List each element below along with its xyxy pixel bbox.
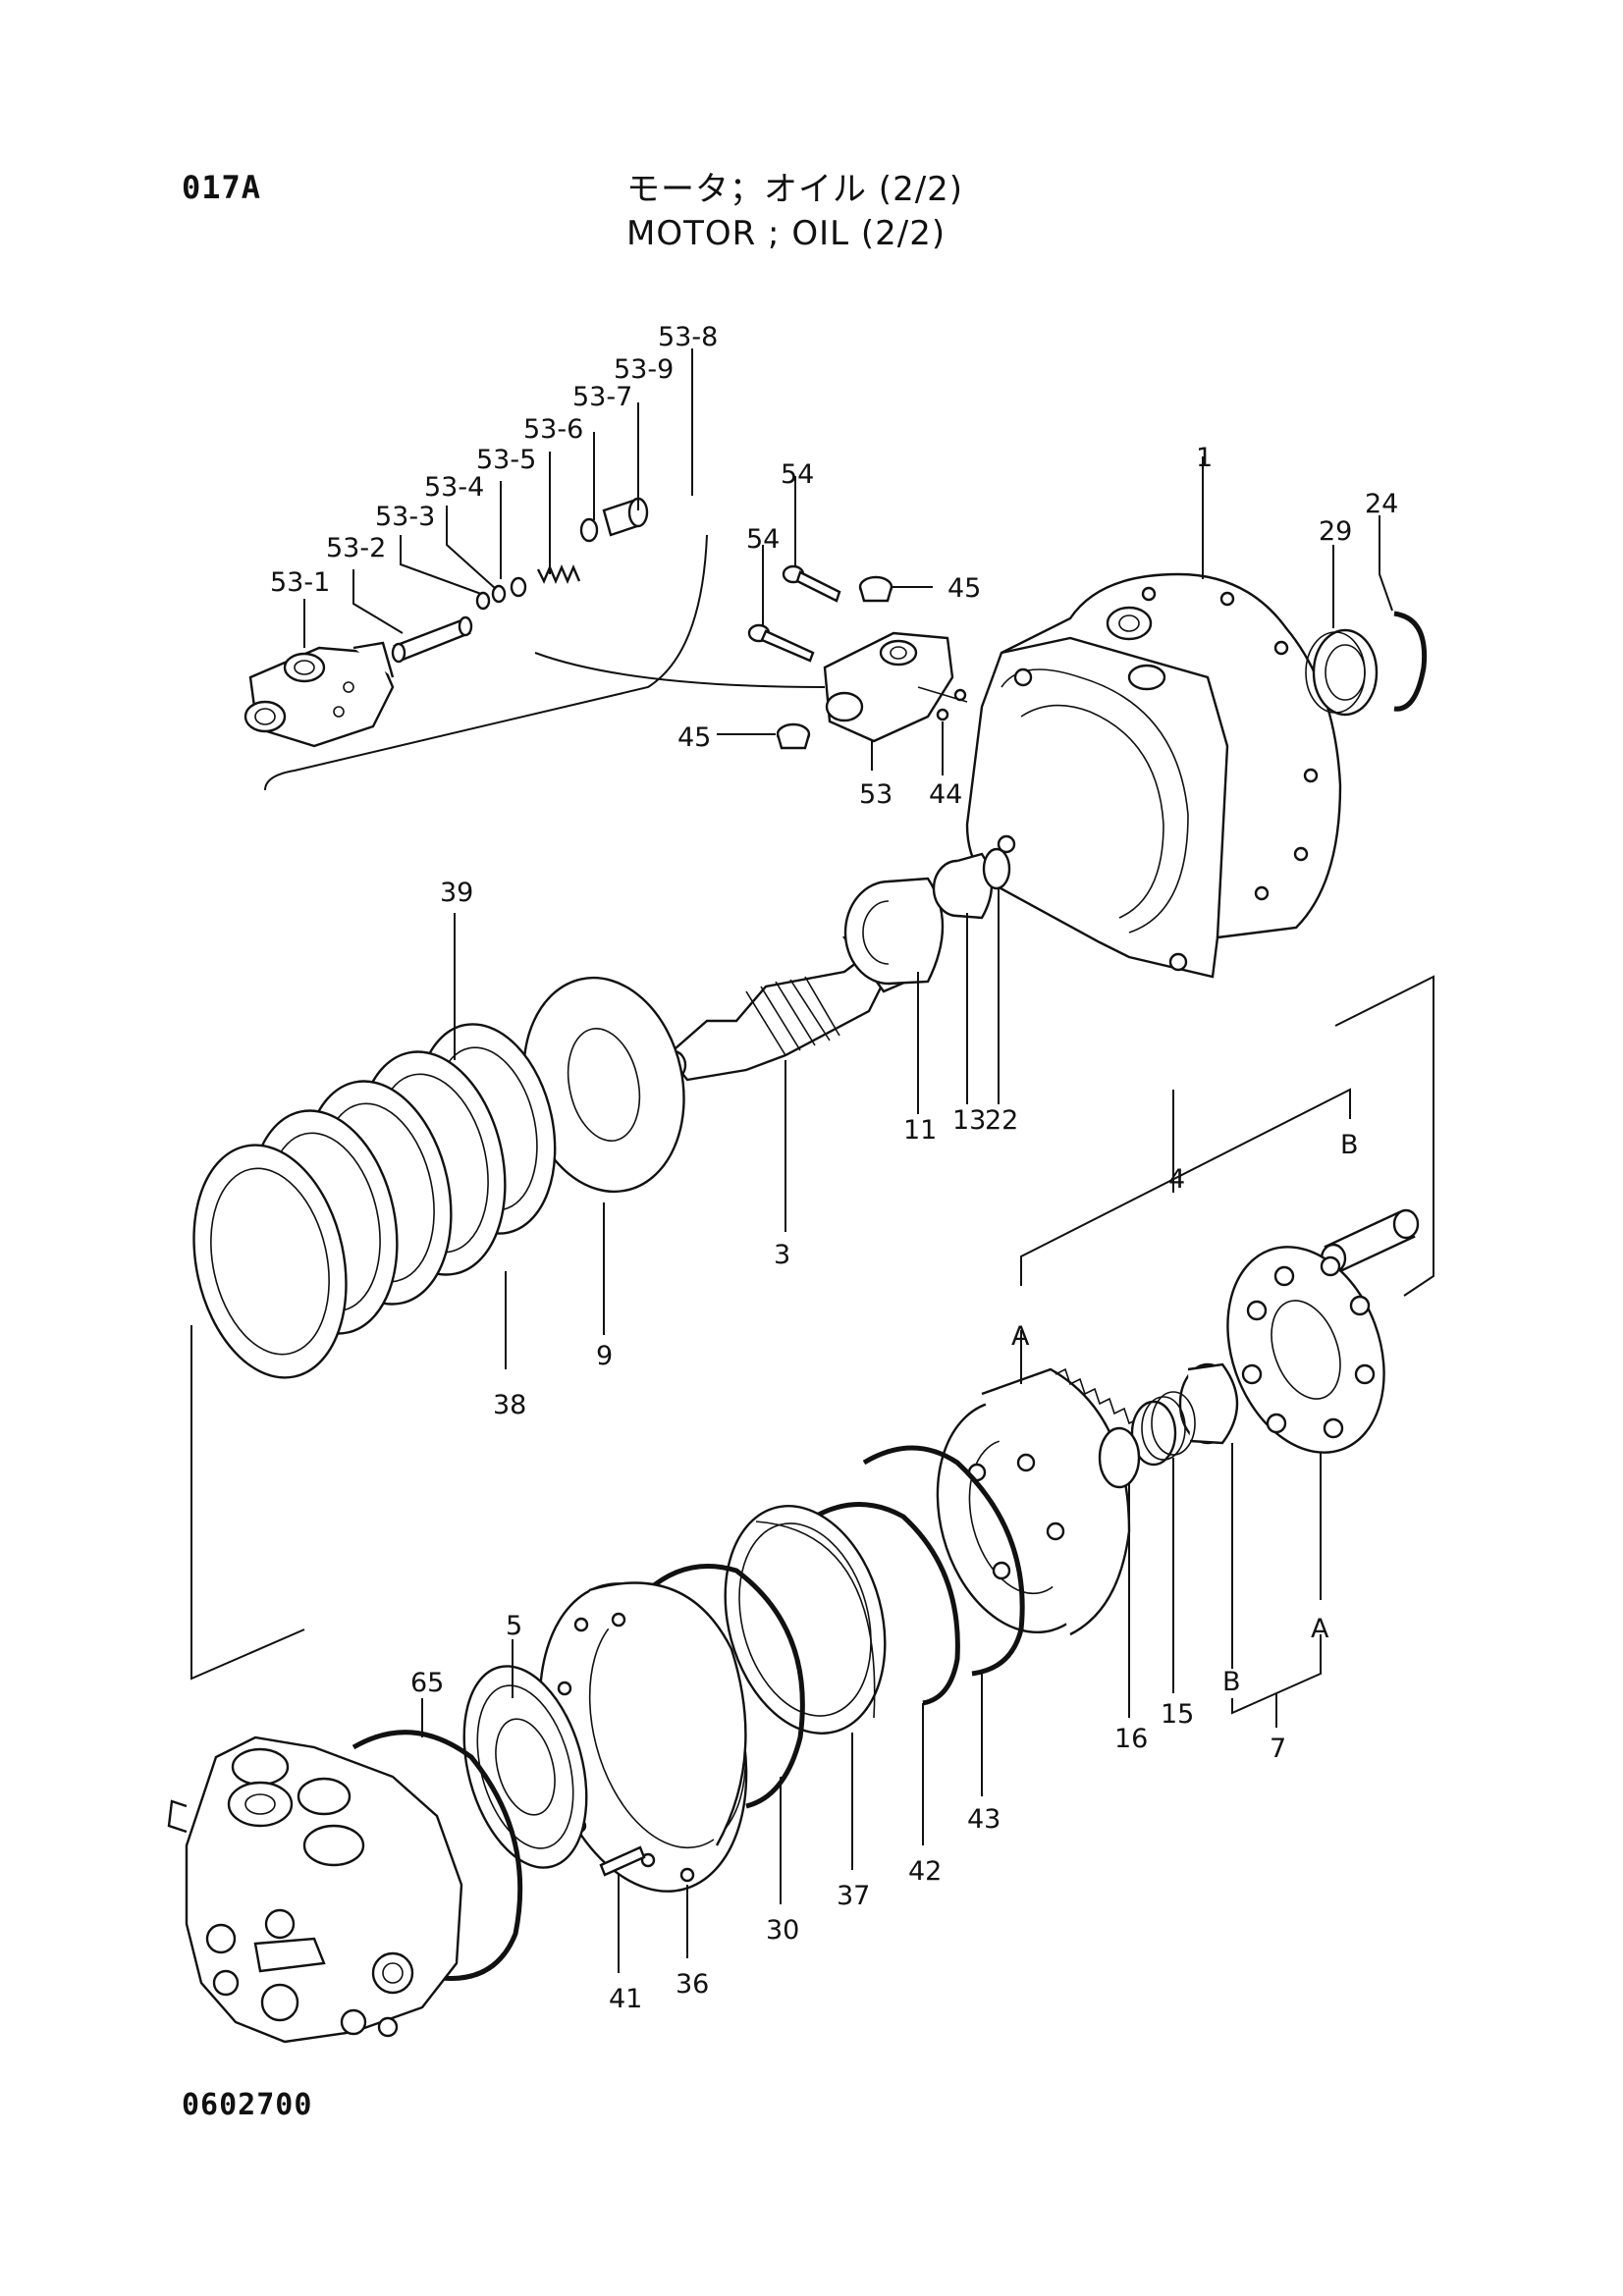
callout-53: 53 [859, 779, 893, 810]
title-english: MOTOR ; OIL (2/2) [626, 214, 947, 253]
callout-15: 15 [1161, 1699, 1194, 1730]
callout-37: 37 [837, 1881, 870, 1911]
callout-53-9: 53-9 [614, 354, 674, 385]
cap-45-lower [776, 722, 811, 750]
callout-9: 9 [596, 1341, 613, 1371]
bolt-54-lower [747, 623, 815, 663]
callout-A-block: A [1011, 1321, 1030, 1352]
callout-43: 43 [967, 1804, 1001, 1835]
callout-A-plate: A [1311, 1614, 1329, 1644]
ring-37 [724, 1505, 887, 1735]
callout-labels: 53-8 53-9 53-7 53-6 53-5 53-4 53-3 53-2 … [270, 322, 1398, 2014]
ring-43 [862, 1445, 1025, 1677]
end-cover [167, 1735, 463, 2044]
callout-22: 22 [985, 1105, 1018, 1136]
plate-5 [462, 1665, 588, 1869]
callout-38: 38 [493, 1390, 526, 1420]
friction-plates-38-39 [192, 1023, 557, 1379]
callout-45-lower: 45 [677, 722, 711, 753]
callout-39: 39 [440, 878, 473, 908]
ring-22 [982, 847, 1011, 890]
pin-41 [599, 1845, 646, 1877]
callout-53-2: 53-2 [326, 533, 386, 563]
motor-housing-1 [965, 572, 1342, 979]
spring-15 [1130, 1391, 1196, 1467]
callout-54-lower: 54 [746, 524, 780, 555]
bolt-54-upper [782, 564, 841, 603]
callout-54-upper: 54 [781, 459, 814, 490]
callout-11: 11 [903, 1115, 937, 1146]
callout-45-upper: 45 [947, 573, 981, 604]
collar-13 [932, 852, 994, 920]
title-japanese: モータ；オイル (2/2) [626, 170, 964, 209]
o-ring-65 [352, 1730, 523, 1981]
ring-42 [813, 1502, 960, 1706]
callout-41: 41 [609, 1984, 642, 2014]
callout-16: 16 [1114, 1724, 1148, 1754]
bearing-11 [843, 877, 945, 986]
callout-53-1: 53-1 [270, 567, 330, 598]
callout-4: 4 [1168, 1164, 1185, 1195]
valve-subassembly-inset [243, 497, 826, 791]
callout-36: 36 [676, 1969, 709, 2000]
page-code: 017A [182, 169, 262, 206]
callout-B-bearing: B [1222, 1667, 1241, 1697]
callout-53-5: 53-5 [476, 445, 536, 475]
callout-29: 29 [1319, 516, 1352, 547]
callout-5: 5 [506, 1611, 522, 1641]
housing-36 [538, 1581, 748, 1893]
callout-53-3: 53-3 [375, 502, 435, 532]
callout-53-4: 53-4 [424, 472, 484, 503]
ring-16 [1098, 1426, 1141, 1489]
callout-53-6: 53-6 [523, 414, 583, 445]
callout-30: 30 [766, 1915, 799, 1946]
needle-bearing-B [1178, 1362, 1239, 1445]
callout-B-pin: B [1340, 1130, 1359, 1160]
callout-42: 42 [908, 1856, 942, 1887]
cap-45-upper [858, 575, 893, 603]
callout-24: 24 [1365, 489, 1398, 519]
ring-30 [646, 1564, 805, 1809]
callout-53-7: 53-7 [572, 382, 632, 412]
cylinder-block-4 [936, 1367, 1145, 1636]
valve-plate-A [1226, 1246, 1385, 1454]
valve-body-53-1 [243, 641, 395, 748]
callout-65: 65 [410, 1668, 444, 1698]
valve-block-53 [823, 631, 968, 743]
callout-13: 13 [952, 1105, 986, 1136]
leader-lines-53 [303, 348, 693, 648]
callout-7: 7 [1270, 1734, 1286, 1764]
callout-1: 1 [1196, 443, 1213, 473]
callout-44: 44 [929, 779, 962, 810]
callout-53-8: 53-8 [658, 322, 718, 352]
callout-3: 3 [774, 1240, 790, 1270]
drawing-number: 0602700 [182, 2088, 313, 2122]
seal-29 [1305, 628, 1379, 717]
snap-ring-24 [1393, 611, 1428, 712]
